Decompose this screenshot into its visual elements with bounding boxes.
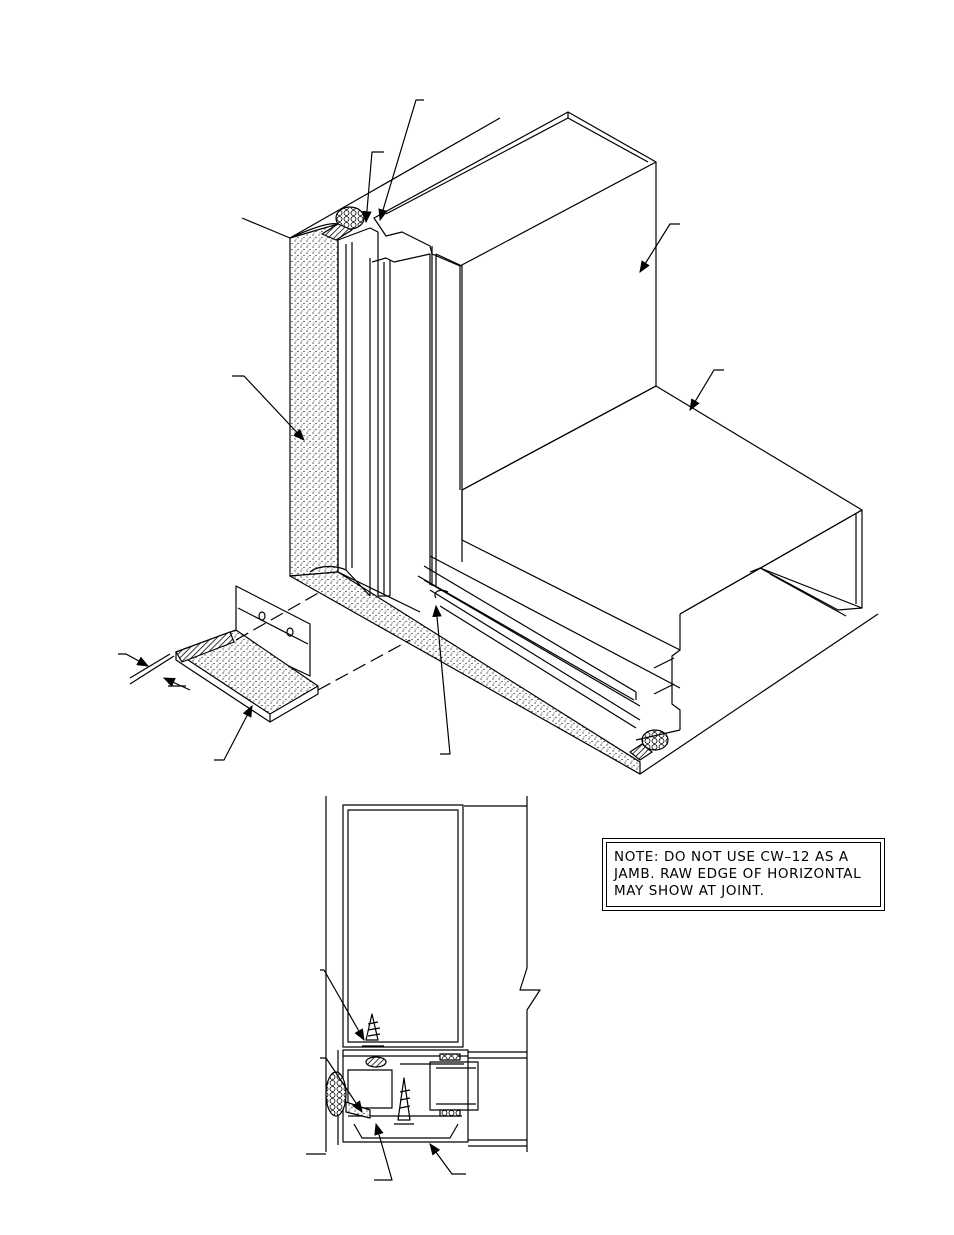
note-line-3: MAY SHOW AT JOINT.	[614, 883, 765, 899]
note-line-2: JAMB. RAW EDGE OF HORIZONTAL	[614, 866, 862, 882]
section-wall-right	[519, 796, 541, 1152]
leader-sill	[432, 604, 451, 755]
note-inner-border: NOTE: DO NOT USE CW–12 AS A JAMB. RAW ED…	[606, 842, 881, 907]
leader-horizontal	[689, 369, 724, 412]
leader-sealant	[232, 375, 305, 441]
mullion-tube-face	[393, 253, 431, 585]
section-view	[306, 796, 541, 1181]
backer-rod-hatch	[321, 223, 353, 241]
end-dam-plate	[175, 629, 319, 715]
leader-backer-rod-2	[378, 99, 424, 222]
mullion-top	[373, 111, 657, 267]
screw-upper	[362, 1013, 384, 1047]
note-box: NOTE: DO NOT USE CW–12 AS A JAMB. RAW ED…	[602, 838, 885, 911]
leader-mullion	[639, 223, 680, 274]
section-glass	[429, 1061, 479, 1111]
gasket-top	[439, 1053, 461, 1061]
leader-end-dam	[214, 704, 253, 761]
wall-line-right	[639, 613, 879, 775]
leader-backer-rod-1	[362, 151, 384, 224]
projection-line-2	[317, 639, 411, 691]
section-tube-inner	[347, 809, 459, 1043]
wall-line-top	[241, 217, 291, 239]
gasket-bottom	[439, 1109, 461, 1117]
projection-line-1	[235, 591, 321, 641]
isometric-view	[118, 99, 879, 775]
section-tube-outer	[342, 804, 464, 1048]
screw-lower	[394, 1077, 414, 1125]
horizontal-top	[461, 385, 863, 615]
sealant-vertical	[289, 223, 339, 577]
backer-rod-bottom	[641, 729, 669, 751]
sealant-bottom	[289, 571, 641, 775]
wall-line-upper	[289, 117, 501, 239]
mullion-glazing-leg	[337, 227, 379, 596]
horizontal-front	[679, 509, 863, 615]
section-sill	[342, 1049, 469, 1143]
note-line-1: NOTE: DO NOT USE CW–12 AS A	[614, 849, 849, 865]
horizontal-sill	[461, 490, 681, 651]
section-backer-rod	[325, 1071, 347, 1117]
